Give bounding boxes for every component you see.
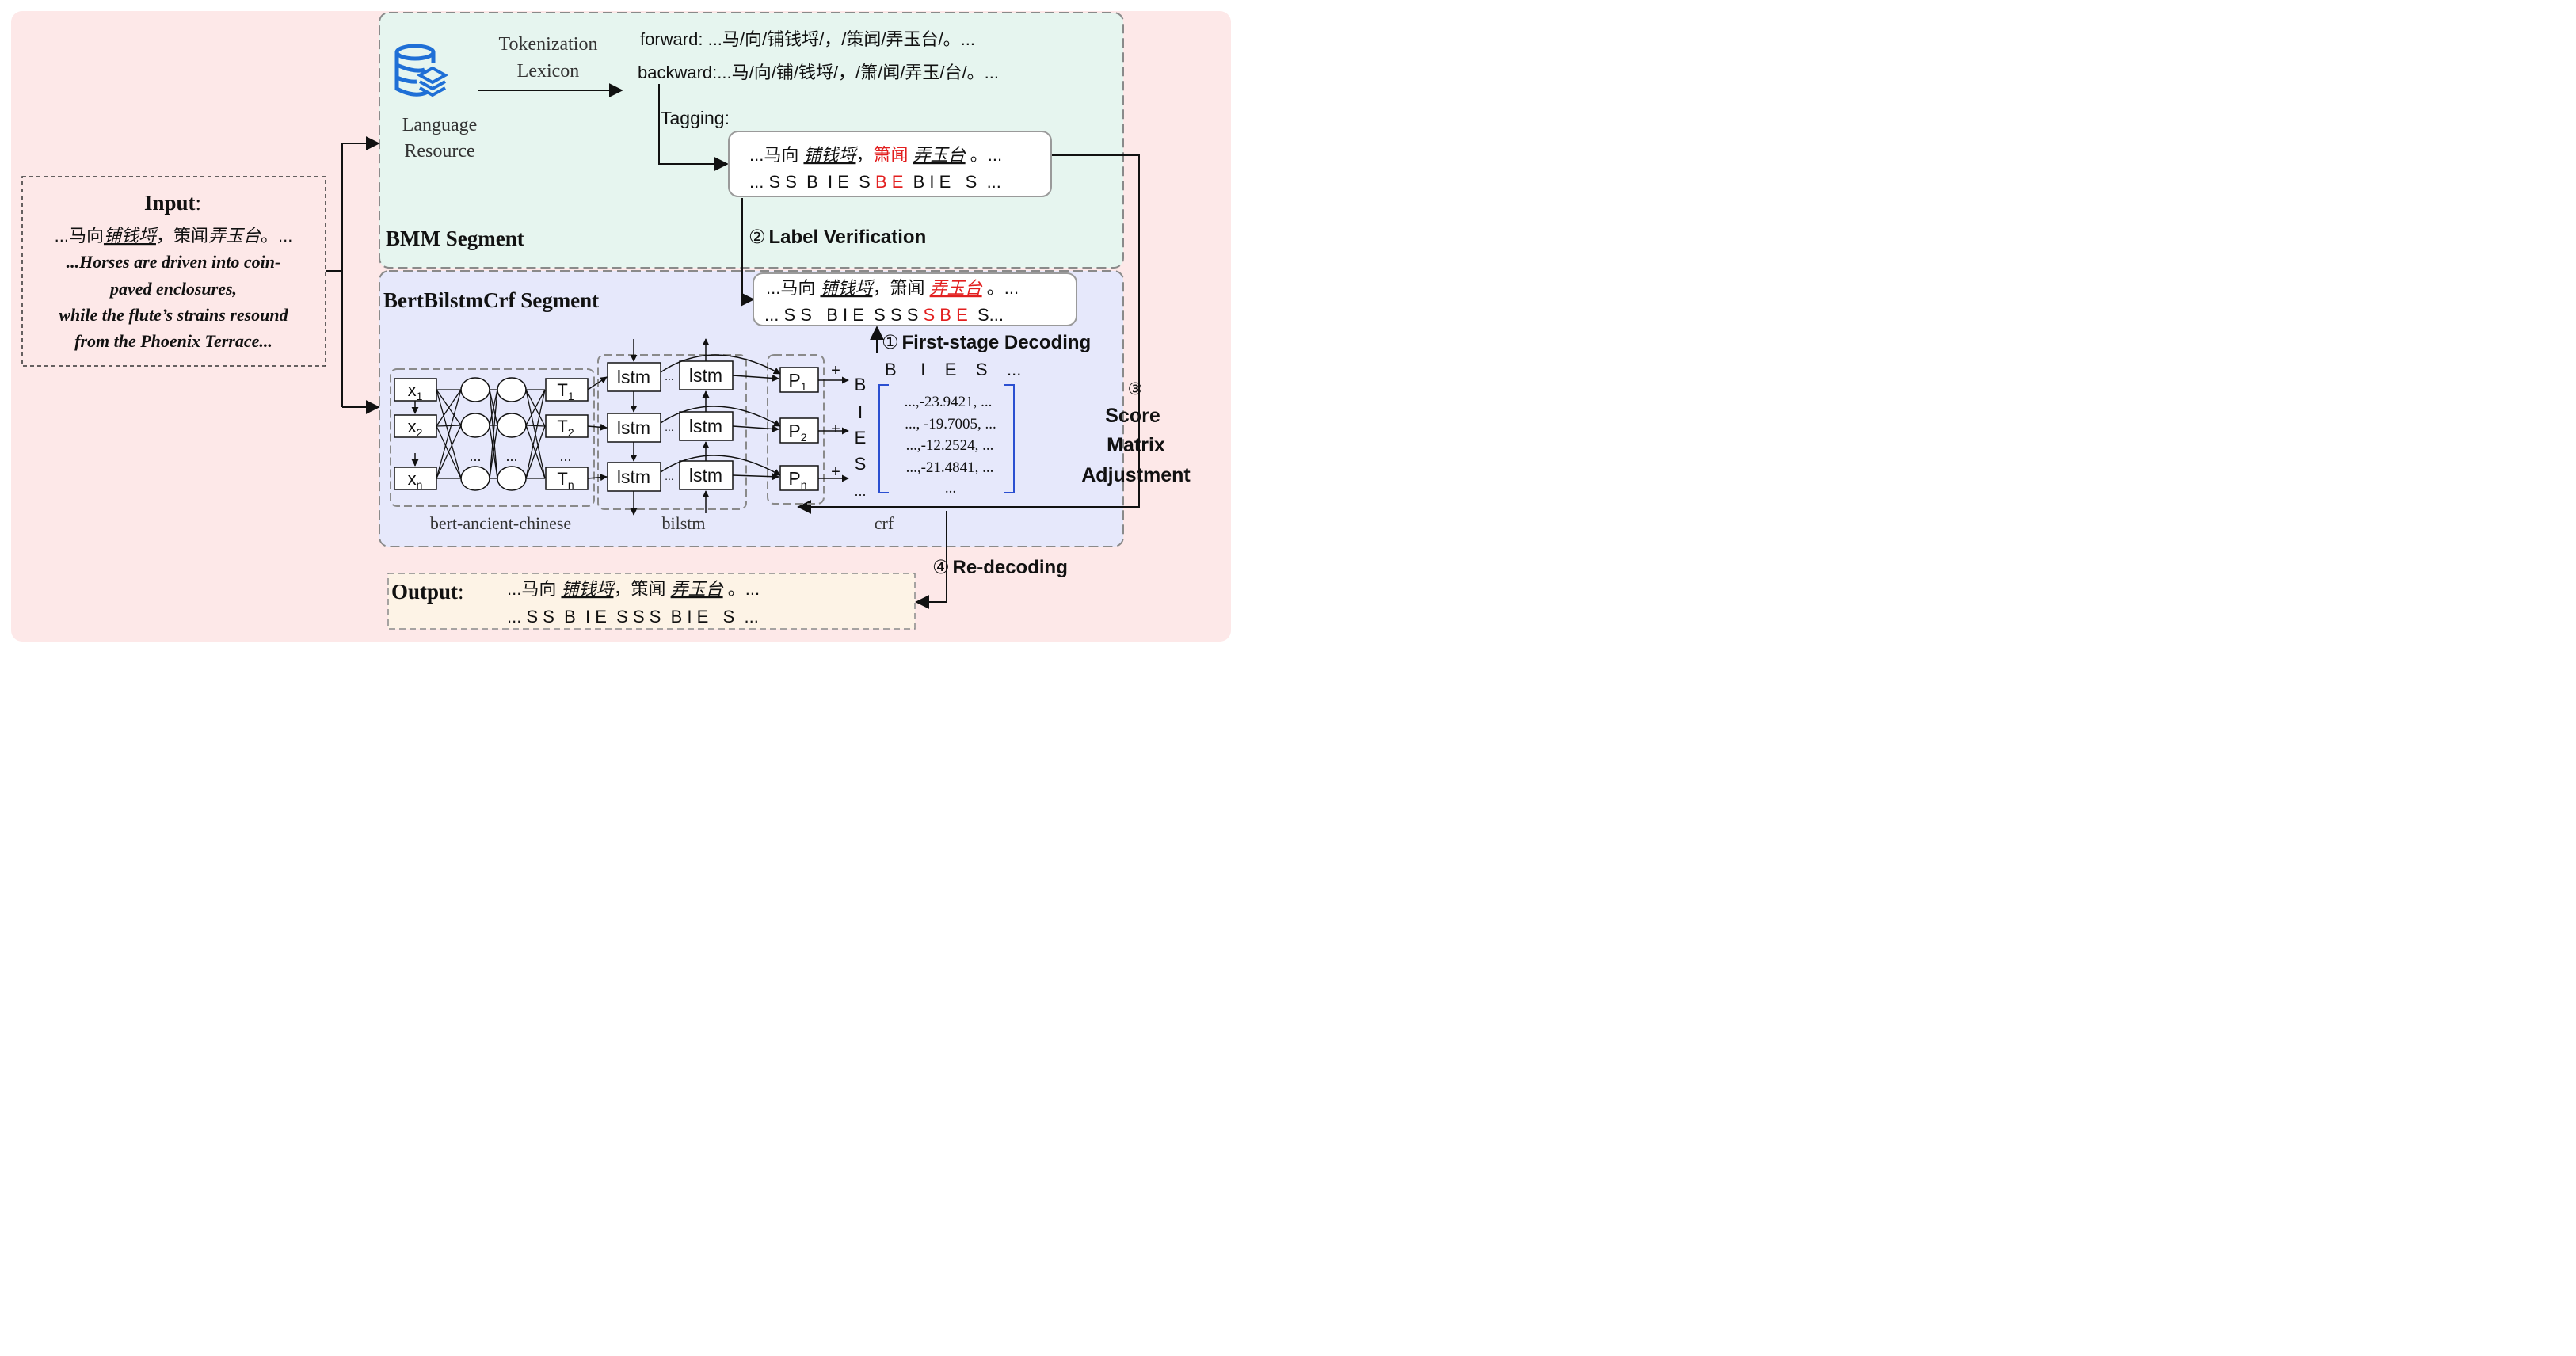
lstm-f3	[607, 462, 661, 492]
tag-col-e: E	[855, 428, 867, 448]
svg-text:...: ...	[665, 470, 674, 482]
crf-arrows	[818, 376, 849, 482]
svg-text:T1: T1	[557, 380, 574, 402]
input-chinese-line: ...马向铺钱埒，策闻弄玉台。...	[55, 226, 293, 246]
bert-inputs: x1 x2 xn	[394, 378, 437, 491]
svg-text:lstm: lstm	[689, 465, 722, 486]
neuron-dots-2: ...	[505, 448, 517, 464]
input-english-line-4: from the Phoenix Terrace...	[74, 331, 272, 351]
svg-text:...: ...	[665, 370, 674, 383]
label-verification-arrow	[740, 198, 755, 307]
score-adjust-line	[797, 154, 1140, 514]
bert-segment-title: BertBilstmCrf Segment	[383, 288, 599, 312]
bilstm-cells: lstm lstm lstm lstm lstm lstm ... ... ..…	[607, 360, 734, 492]
input-title: Input:	[144, 191, 201, 215]
tag-col-i: I	[858, 402, 863, 422]
score-num: ③	[1128, 380, 1143, 398]
first-stage-box	[753, 272, 1077, 326]
crf-subgroup	[767, 354, 825, 505]
bilstm-subgroup	[597, 354, 747, 510]
bert-outputs: T1 T2 Tn ...	[545, 378, 589, 491]
svg-text:lstm: lstm	[617, 417, 650, 438]
bmm-tag-labels: ... S S B I E S B E B I E S ...	[749, 172, 1001, 192]
input-connector	[326, 143, 343, 407]
score-label-3: Adjustment	[1081, 464, 1191, 486]
first-stage-labels: ... S S B I E S S S S B E S...	[764, 305, 1004, 325]
svg-text:xn: xn	[408, 469, 423, 491]
bert-neurons	[460, 377, 527, 491]
svg-text:P2: P2	[788, 421, 806, 444]
svg-text:...: ...	[559, 448, 571, 464]
input-english-line-1: ...Horses are driven into coin-	[67, 252, 281, 272]
first-stage-chinese: ...马向 铺钱埒，箫闻 弄玉台 。...	[766, 278, 1019, 298]
svg-text:Tn: Tn	[557, 469, 574, 491]
tagging-label: Tagging:	[661, 108, 730, 128]
t-to-lstm-arrows	[587, 376, 608, 482]
matrix-row-2: ..., -19.7005, ...	[905, 416, 996, 432]
svg-text:lstm: lstm	[617, 467, 650, 487]
language-resource-label-2: Resource	[404, 141, 474, 162]
bilstm-label: bilstm	[661, 513, 705, 533]
lexicon-label: Lexicon	[517, 61, 580, 82]
svg-text:...: ...	[665, 421, 674, 433]
tag-row: B I E S ...	[885, 360, 1021, 379]
plus-3: +	[831, 463, 840, 481]
score-label-2: Matrix	[1107, 434, 1165, 456]
redecoding-arrow	[915, 511, 947, 609]
svg-text:lstm: lstm	[689, 416, 722, 436]
forward-segmentation: forward: ...马/向/铺钱埒/，/策闻/弄玉台/。...	[640, 29, 975, 49]
crf-label: crf	[875, 513, 894, 533]
matrix-row-5: ...	[945, 480, 956, 497]
bert-ancient-chinese-label: bert-ancient-chinese	[430, 513, 571, 533]
bmm-segment-title: BMM Segment	[386, 227, 524, 250]
bert-connections	[436, 389, 546, 479]
bert-subgroup	[390, 368, 595, 507]
output-chinese: ...马向 铺钱埒，策闻 弄玉台 。...	[507, 579, 760, 599]
tokenization-label: Tokenization	[499, 34, 598, 55]
input-panel	[21, 176, 326, 367]
neuron-dots-1: ...	[469, 448, 481, 464]
crf-potentials: P1 P2 Pn	[779, 367, 819, 491]
output-title: Output:	[391, 580, 464, 604]
t2-box	[545, 414, 589, 438]
bilstm-arrows	[630, 338, 781, 516]
output-panel	[387, 573, 916, 630]
tag-col-s: S	[855, 454, 867, 474]
bmm-tag-chinese: ...马向 铺钱埒，箫闻 弄玉台 。...	[749, 145, 1002, 165]
matrix-row-3: ...,-12.2524, ...	[906, 437, 994, 454]
svg-text:T2: T2	[557, 417, 574, 439]
plus-2: +	[831, 421, 840, 438]
score-label-1: Score	[1105, 405, 1160, 427]
matrix-bracket-left	[878, 384, 889, 493]
tag-col-more: ...	[854, 483, 866, 499]
lstm-f2	[607, 413, 661, 443]
input-english-line-3: while the flute’s strains resound	[59, 305, 288, 325]
svg-text:lstm: lstm	[617, 367, 650, 387]
database-stack-icon	[394, 44, 449, 97]
backward-segmentation: backward:...马/向/铺/钱埒/，/箫/闻/弄玉/台/。...	[638, 63, 999, 82]
plus-1: +	[831, 362, 840, 379]
svg-text:x1: x1	[408, 380, 423, 402]
svg-text:Pn: Pn	[788, 468, 806, 491]
output-labels: ... S S B I E S S S B I E S ...	[507, 607, 759, 627]
x2-box	[394, 414, 437, 438]
language-resource-label: Language	[402, 115, 478, 135]
svg-text:lstm: lstm	[689, 365, 722, 386]
tag-col-b: B	[855, 375, 867, 394]
matrix-bracket-right	[1004, 384, 1015, 493]
xn-box	[394, 467, 437, 490]
p2-box	[779, 417, 819, 444]
svg-text:x2: x2	[408, 417, 423, 439]
input-english-line-2: paved enclosures,	[109, 279, 237, 299]
svg-text:P1: P1	[788, 370, 806, 393]
matrix-row-4: ...,-21.4841, ...	[906, 459, 994, 476]
tagging-connector	[658, 84, 729, 171]
matrix-row-1: ...,-23.9421, ...	[905, 394, 993, 410]
bmm-tag-box	[728, 131, 1052, 197]
